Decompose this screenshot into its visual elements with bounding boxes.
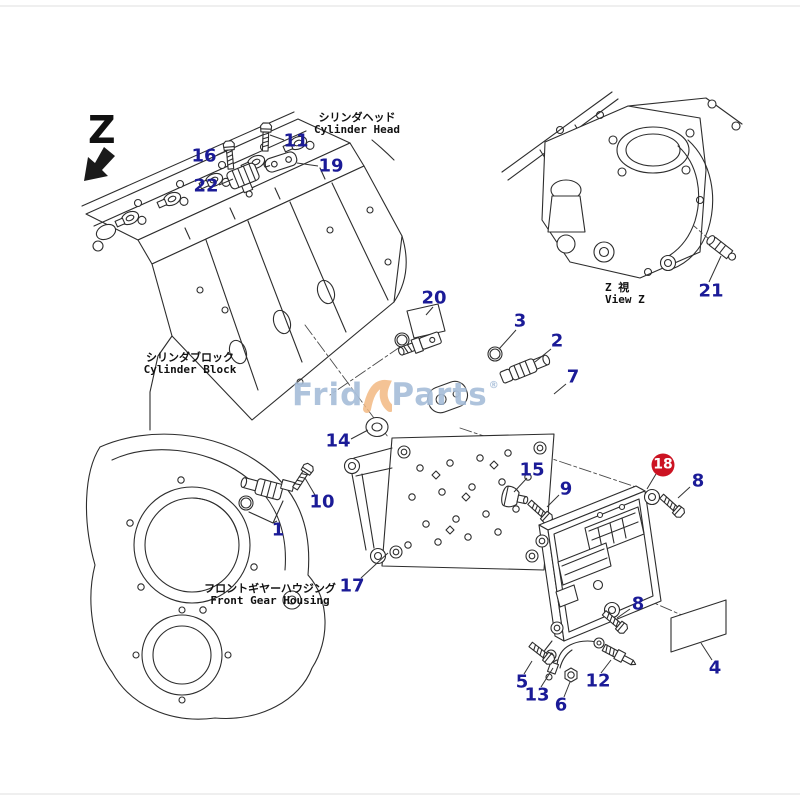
part-21-sensor — [705, 234, 738, 263]
z-view-label: Z — [88, 108, 116, 152]
callout-part-12[interactable]: 12 — [585, 670, 611, 692]
callout-part-6[interactable]: 6 — [554, 694, 568, 716]
part-3-oring — [487, 346, 503, 362]
part-8-bolt-upper — [657, 491, 687, 520]
cylinder-head-drawing — [82, 112, 394, 264]
caption-cylinder-block-en: Cylinder Block — [143, 363, 237, 376]
callout-part-22[interactable]: 22 — [193, 175, 219, 197]
z-view-arrow — [84, 147, 115, 181]
callout-part-4[interactable]: 4 — [708, 657, 722, 679]
callout-part-1[interactable]: 1 — [271, 519, 285, 541]
part-2-sensor — [499, 352, 552, 384]
cylinder-block-drawing — [150, 166, 471, 430]
part-1-oring — [238, 495, 254, 511]
part-12-stud — [602, 643, 638, 669]
callout-part-9[interactable]: 9 — [559, 478, 573, 500]
callout-part-19[interactable]: 19 — [318, 155, 344, 177]
watermark-registered-mark: ® — [488, 379, 500, 391]
part-17-bracket-plate — [343, 434, 555, 570]
part-20-sensor — [394, 304, 445, 359]
view-z-drawing — [502, 92, 742, 278]
part-14-collar — [366, 418, 388, 437]
caption-front-gear-housing-jp: フロントギヤーハウジング — [204, 582, 336, 595]
callout-part-18[interactable]: 18 — [651, 453, 675, 477]
callout-part-3[interactable]: 3 — [513, 310, 527, 332]
caption-view-z: Z 視 View Z — [605, 282, 645, 306]
front-gear-housing-drawing — [86, 434, 325, 719]
caption-view-z-jp: Z 視 — [605, 281, 630, 294]
callout-part-17[interactable]: 17 — [339, 575, 365, 597]
caption-cylinder-block-jp: シリンダブロック — [146, 351, 234, 364]
callout-part-5[interactable]: 5 — [515, 671, 529, 693]
part-22-sensor — [226, 162, 265, 202]
part-1-sensor — [238, 469, 295, 523]
fridayparts-watermark: Frid Parts® — [292, 375, 499, 415]
part-18-ecu-controller — [535, 486, 661, 664]
callout-part-10[interactable]: 10 — [309, 491, 335, 513]
part-19-bracket — [264, 150, 299, 173]
caption-view-z-en: View Z — [605, 293, 645, 306]
callout-part-14[interactable]: 14 — [325, 430, 351, 452]
page-edge-top — [0, 5, 800, 7]
watermark-swoosh-icon — [363, 379, 393, 413]
caption-cylinder-head-jp: シリンダヘッド — [318, 111, 396, 124]
callout-part-21[interactable]: 21 — [698, 280, 724, 302]
caption-front-gear-housing-en: Front Gear Housing — [210, 594, 330, 607]
caption-cylinder-head: シリンダヘッド Cylinder Head — [314, 112, 400, 136]
callout-part-2[interactable]: 2 — [550, 330, 564, 352]
callout-part-8[interactable]: 8 — [631, 593, 645, 615]
part-4-plate — [671, 600, 726, 652]
callout-part-20[interactable]: 20 — [421, 287, 447, 309]
caption-front-gear-housing: フロントギヤーハウジング Front Gear Housing — [204, 583, 336, 607]
caption-cylinder-head-en: Cylinder Head — [313, 123, 401, 136]
caption-cylinder-block: シリンダブロック Cylinder Block — [144, 352, 237, 376]
part-10-bolt — [289, 461, 316, 492]
part-6-nut — [565, 668, 577, 682]
watermark-text-left: Frid — [292, 377, 364, 413]
page-edge-bottom — [0, 793, 800, 795]
callout-part-7[interactable]: 7 — [566, 366, 580, 388]
callout-part-15[interactable]: 15 — [519, 459, 545, 481]
callout-part-16[interactable]: 16 — [191, 145, 217, 167]
watermark-text-right: Parts — [391, 377, 488, 413]
callout-part-8[interactable]: 8 — [691, 470, 705, 492]
callout-part-13[interactable]: 13 — [524, 684, 550, 706]
callout-part-11[interactable]: 11 — [283, 130, 309, 152]
